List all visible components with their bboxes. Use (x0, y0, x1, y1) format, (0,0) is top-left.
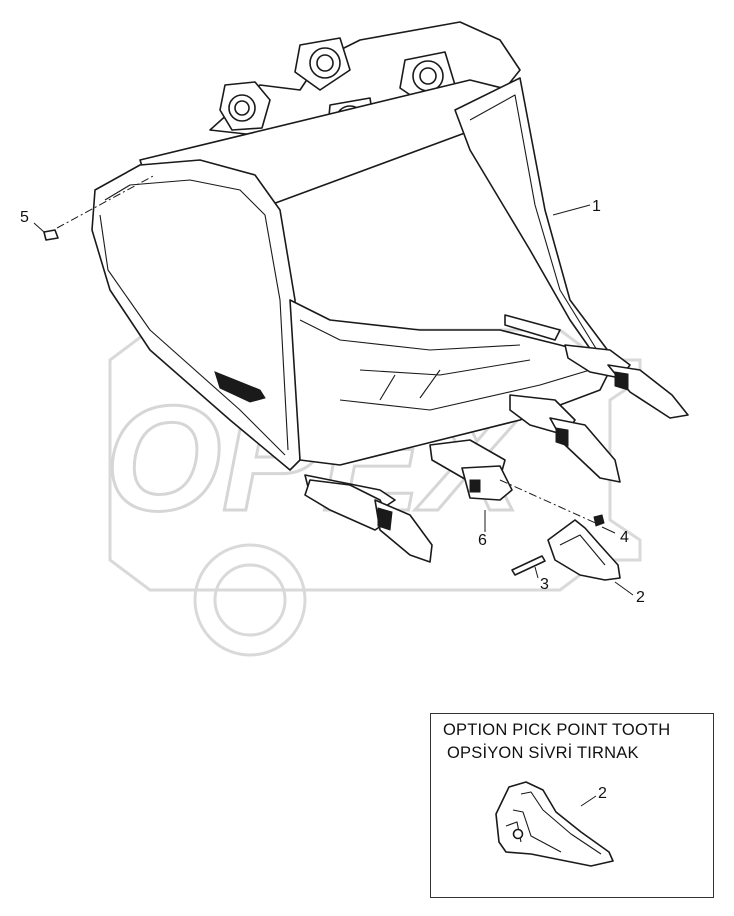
callout-4: 4 (620, 529, 629, 546)
pick-point-tooth-illustration: 2 (495, 781, 614, 867)
option-title: OPTION PICK POINT TOOTH (443, 721, 671, 739)
leader-lines (33, 204, 634, 596)
callout-3: 3 (540, 576, 549, 593)
callout-6: 6 (478, 532, 487, 549)
wear-plate-part-5 (43, 229, 59, 241)
option-pick-point-tooth-box: 2 OPTION PICK POINT TOOTH OPSİYON SİVRİ … (430, 713, 714, 898)
option-callout-2: 2 (598, 785, 607, 802)
assembly-centerline-5 (56, 174, 156, 229)
tooth-part-2 (547, 519, 621, 581)
exploded-parts (43, 174, 621, 581)
callout-1: 1 (592, 198, 601, 215)
pin-part-3 (511, 555, 546, 576)
bucket-body (91, 21, 616, 511)
option-subtitle: OPSİYON SİVRİ TIRNAK (447, 744, 639, 762)
callout-2: 2 (636, 589, 645, 606)
retainer-part-4 (593, 514, 605, 527)
callout-5: 5 (20, 209, 29, 226)
assembly-centerline (499, 479, 601, 526)
bucket-teeth (304, 344, 689, 563)
